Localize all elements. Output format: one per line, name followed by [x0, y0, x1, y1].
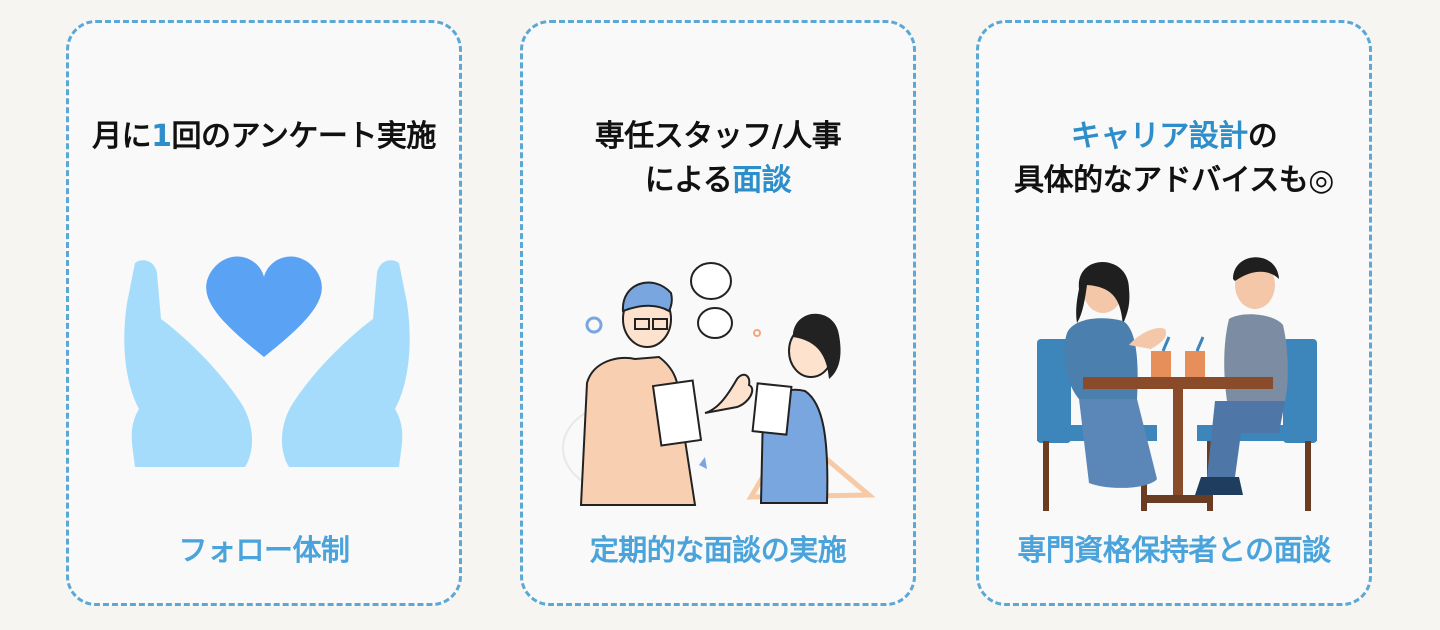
- heading-text: による: [644, 163, 733, 198]
- card-footer: フォロー体制: [178, 533, 350, 567]
- heading-highlight: 1: [151, 119, 172, 154]
- card-heading: 月に1回のアンケート実施: [69, 115, 459, 159]
- cafe-meeting-illustration: [1037, 257, 1317, 511]
- card-follow-system: 月に1回のアンケート実施 フォロー体制: [66, 20, 462, 606]
- heading-line-1: キャリア設計の: [979, 115, 1369, 159]
- heading-line-2: による面談: [523, 159, 913, 203]
- heading-text: の: [1247, 119, 1278, 154]
- card-footer: 専門資格保持者との面談: [1017, 533, 1331, 567]
- heading-line-2: 具体的なアドバイスも◎: [1014, 163, 1334, 198]
- heading-highlight: キャリア設計: [1070, 119, 1249, 154]
- heading-highlight: 面談: [732, 163, 792, 198]
- card-heading: キャリア設計の 具体的なアドバイスも◎: [979, 115, 1369, 203]
- heading-line-1: 専任スタッフ/人事: [594, 119, 842, 154]
- heart-in-hands-icon: [124, 256, 410, 467]
- card-interview: 専任スタッフ/人事 による面談 定期的な面談の実施: [520, 20, 916, 606]
- two-people-talking-illustration: [562, 262, 876, 506]
- heading-text: 回のアンケート実施: [171, 119, 437, 154]
- heading-text: 月に: [92, 119, 152, 154]
- card-footer: 定期的な面談の実施: [589, 533, 847, 567]
- card-career-advice: キャリア設計の 具体的なアドバイスも◎ 専門資格保持者との面談: [976, 20, 1372, 606]
- card-heading: 専任スタッフ/人事 による面談: [523, 115, 913, 203]
